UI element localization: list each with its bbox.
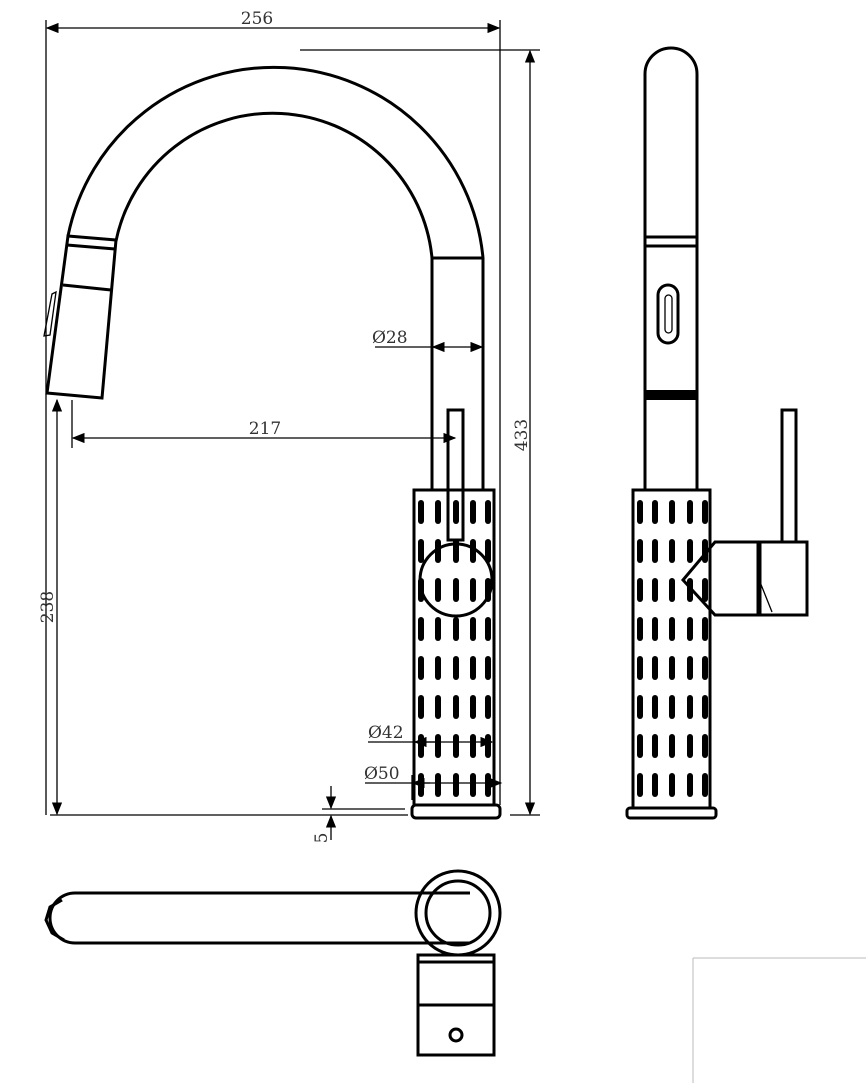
body-slot: [637, 617, 643, 641]
body-slot: [637, 773, 643, 797]
body-slot: [652, 656, 658, 680]
body-slot: [687, 617, 693, 641]
body-slot: [470, 578, 476, 602]
body-slot: [637, 578, 643, 602]
body-slot: [669, 617, 675, 641]
spray-head: [43, 234, 118, 400]
body-slot: [485, 539, 491, 563]
body-slot: [637, 500, 643, 524]
body-slot: [435, 656, 441, 680]
body-slot: [485, 734, 491, 758]
top-view: [44, 869, 502, 1057]
body-slot: [418, 773, 424, 797]
body-slot: [470, 656, 476, 680]
body-slot: [637, 734, 643, 758]
body-slot: [669, 734, 675, 758]
body-slot: [702, 734, 708, 758]
body-slot: [652, 617, 658, 641]
body-slot: [470, 617, 476, 641]
body-slot: [485, 773, 491, 797]
body-slot: [687, 656, 693, 680]
body-slot: [687, 500, 693, 524]
body-slot: [470, 539, 476, 563]
body-slot: [669, 656, 675, 680]
dim-spout-diameter: Ø28: [372, 328, 408, 348]
body-slot: [652, 500, 658, 524]
body-slot: [453, 773, 459, 797]
body-slot: [470, 734, 476, 758]
body-slot: [669, 695, 675, 719]
body-slot: [687, 695, 693, 719]
body-slot: [435, 695, 441, 719]
body-slot: [702, 656, 708, 680]
dim-overall-width: 256: [241, 9, 273, 29]
front-view: [43, 65, 502, 820]
body-slot: [687, 539, 693, 563]
dim-base-diameter: Ø50: [364, 764, 400, 784]
body-slot: [470, 500, 476, 524]
body-slot: [435, 539, 441, 563]
dim-spout-clearance: 238: [38, 591, 58, 623]
body-slot: [485, 500, 491, 524]
body: [412, 488, 496, 807]
body-slot: [435, 773, 441, 797]
body-slot: [453, 617, 459, 641]
body-slot: [637, 539, 643, 563]
body-slot: [669, 500, 675, 524]
dim-base-thickness: 5: [312, 833, 332, 844]
body-slot: [418, 617, 424, 641]
side-view: [625, 46, 809, 820]
spout-inner: [114, 111, 434, 490]
body-slot: [485, 656, 491, 680]
dimension-lines: 256 433 238 217 Ø28 Ø42 Ø50 5: [38, 9, 540, 843]
body-slot: [702, 578, 708, 602]
base: [410, 803, 502, 820]
body-slot: [669, 578, 675, 602]
body-slot: [652, 734, 658, 758]
body-slot: [702, 773, 708, 797]
dim-spout-reach: 217: [249, 419, 281, 439]
dim-overall-height: 433: [512, 419, 532, 451]
body-slot: [669, 773, 675, 797]
body-slot: [687, 734, 693, 758]
body-slot: [687, 773, 693, 797]
body-slot: [435, 617, 441, 641]
body-slot: [418, 539, 424, 563]
body-slot: [652, 539, 658, 563]
body-slot: [485, 695, 491, 719]
body-slot: [637, 656, 643, 680]
body-slot: [637, 695, 643, 719]
body-slot: [453, 695, 459, 719]
body-slot: [485, 617, 491, 641]
body-slot: [453, 734, 459, 758]
body-slot: [453, 578, 459, 602]
body-slot: [418, 734, 424, 758]
body-slot: [470, 773, 476, 797]
body-slot: [652, 578, 658, 602]
body-slot: [453, 500, 459, 524]
body-slot: [435, 734, 441, 758]
spout-outer: [66, 65, 485, 490]
handle-knob: [418, 542, 494, 618]
body-slot: [418, 656, 424, 680]
body-slot: [418, 695, 424, 719]
body-slot: [669, 539, 675, 563]
dim-body-diameter: Ø42: [368, 723, 404, 743]
body-slot: [470, 695, 476, 719]
body-slot: [435, 500, 441, 524]
body-slot: [435, 578, 441, 602]
body-slot: [652, 773, 658, 797]
body-slot: [702, 500, 708, 524]
body-slot: [418, 500, 424, 524]
body-slot: [702, 617, 708, 641]
body-slot: [652, 695, 658, 719]
body-slot: [702, 695, 708, 719]
body-slot: [453, 656, 459, 680]
frame-corner: [692, 957, 866, 1083]
